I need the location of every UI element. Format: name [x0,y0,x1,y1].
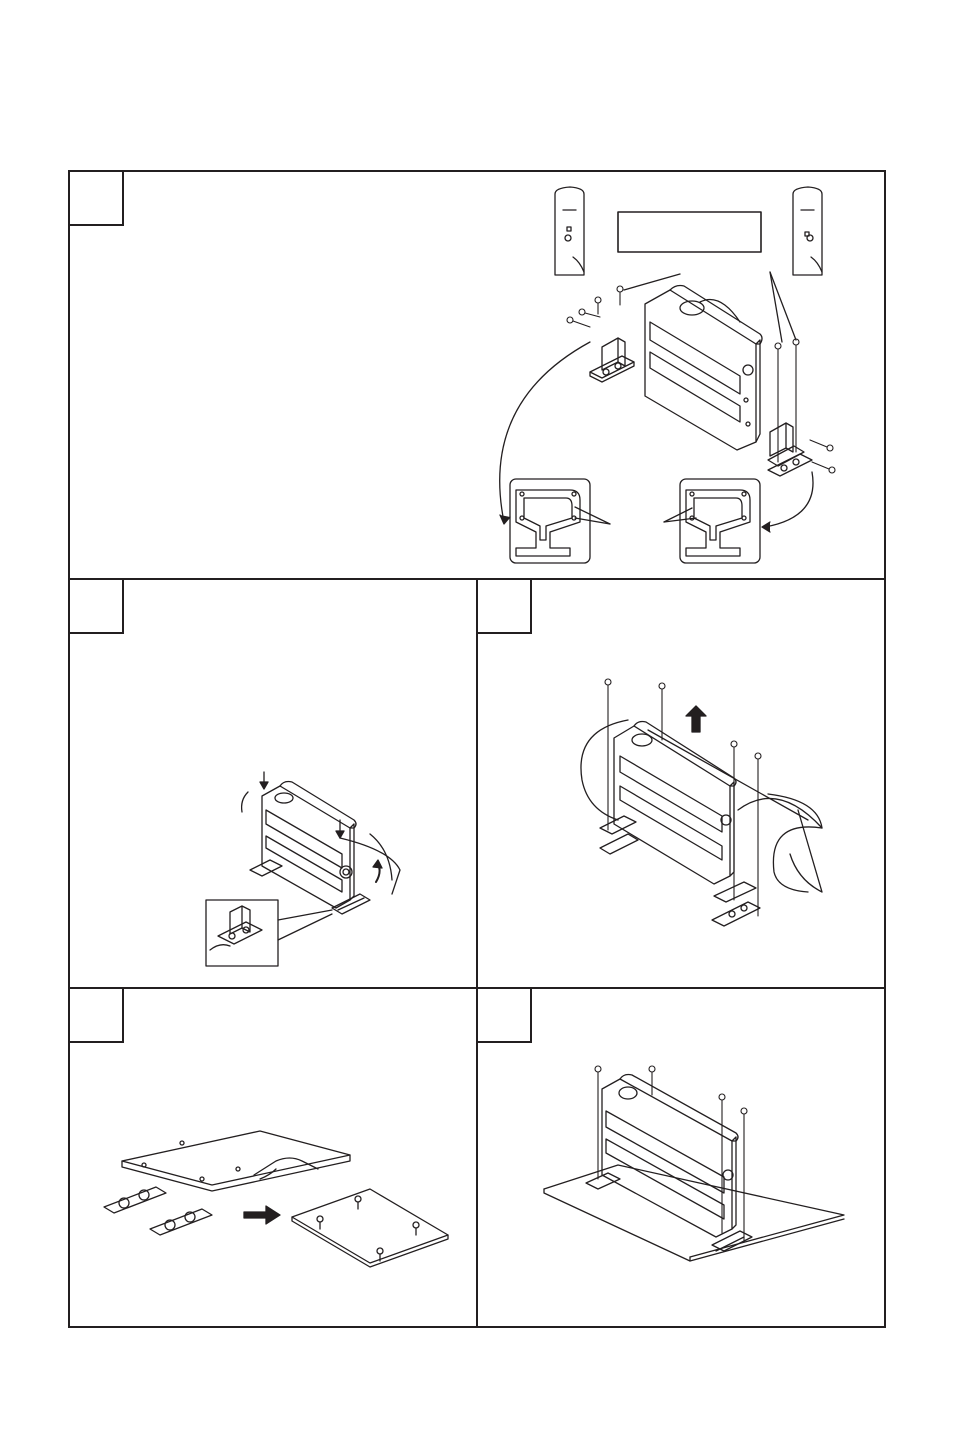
stand-detail-inset-icon [206,900,332,966]
left-side-panel-icon [555,187,584,275]
step-1-panel [70,172,884,580]
caption-box [618,212,761,252]
curved-arrow-left-icon [500,342,590,522]
right-side-panel-icon [793,187,822,275]
stand-left-icon [586,1173,620,1189]
stand-left-icon [600,816,636,834]
step-3-illustration [478,580,884,987]
stand-right-icon [712,1231,752,1251]
step-1-illustration [70,172,884,580]
lift-up-arrow-icon [686,706,706,732]
stand-right-icon [714,882,756,902]
step-2-illustration [70,580,476,987]
roll-sheet-icon [581,720,628,820]
step-5-panel [478,989,884,1326]
floor-plane-icon [544,1165,844,1257]
hand-icon [254,1158,318,1175]
right-stand-icon [768,423,812,476]
step-5-illustration [478,989,884,1326]
step-2-panel [70,580,478,989]
indoor-unit-icon [602,1075,738,1238]
step-3-panel [478,580,884,989]
screw-icon [605,679,761,916]
step-4-panel [70,989,478,1326]
curved-arrow-right-icon [765,472,813,527]
mounting-plate-detail-right-icon [664,479,760,563]
instruction-sheet [68,170,886,1328]
left-stand-icon [590,338,634,382]
floor-template-icon [122,1131,350,1191]
stand-plate-icon [104,1187,212,1235]
indoor-unit-icon [645,286,762,451]
drilled-floor-icon [292,1189,448,1267]
next-arrow-icon [244,1206,280,1224]
step-4-illustration [70,989,476,1326]
mounting-plate-detail-left-icon [510,479,610,563]
indoor-unit-icon [262,782,356,909]
